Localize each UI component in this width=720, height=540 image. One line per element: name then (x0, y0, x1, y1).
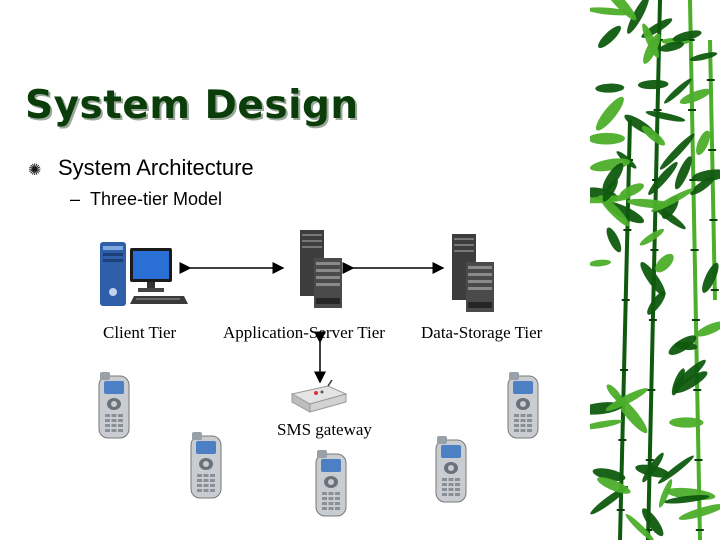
sub-bullet-dash: – (70, 189, 81, 209)
server-tower-icon (452, 234, 494, 312)
tier-label-application-server: Application-Server Tier (223, 323, 385, 342)
mobile-phone-icon (190, 432, 222, 499)
slide-title: System Design (25, 83, 359, 128)
mobile-phone-icon (315, 450, 347, 517)
mobile-phone-icon (435, 436, 467, 503)
desktop-computer-icon (100, 242, 188, 306)
tier-label-data-storage: Data-Storage Tier (421, 323, 543, 342)
sub-bullet-three-tier: Three-tier Model (90, 189, 223, 209)
sms-gateway-device-icon (290, 380, 348, 413)
bamboo-decoration (590, 0, 720, 540)
server-tower-icon (300, 230, 342, 308)
mobile-phone-icon (507, 372, 539, 439)
tier-label-client: Client Tier (103, 323, 177, 342)
mobile-phone-icon (98, 372, 130, 439)
bullet-system-architecture: System Architecture (58, 155, 254, 180)
bullet-asterisk-icon: ✺ (28, 162, 42, 179)
sms-gateway-label: SMS gateway (277, 420, 372, 439)
